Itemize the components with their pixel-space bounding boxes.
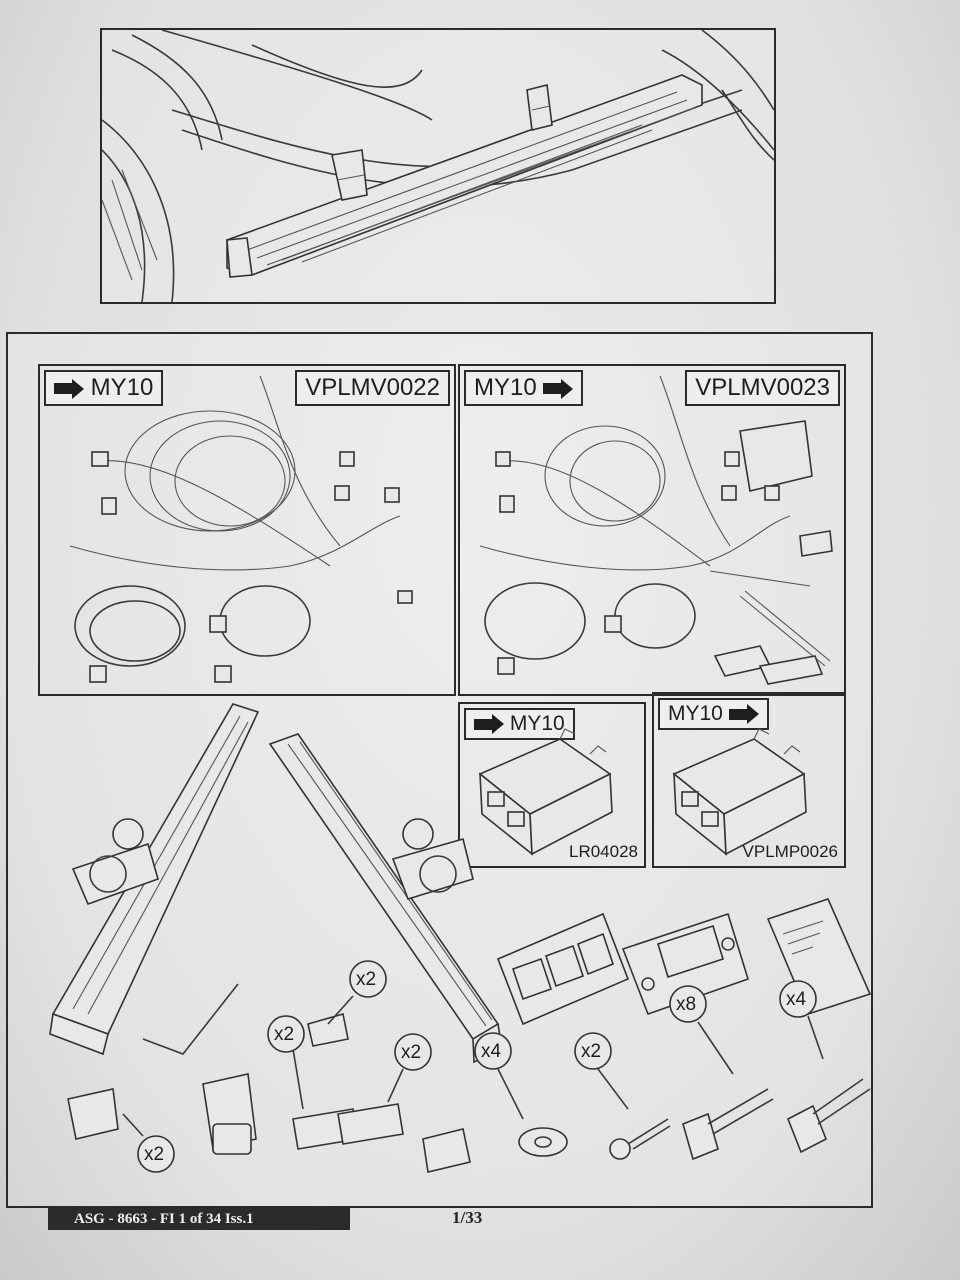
foam-tape-right [337,1103,404,1145]
qty-washer: x4 [481,1041,502,1062]
qty-bubble [394,1033,432,1071]
direction-label: MY10 [668,702,723,725]
direction-tag: MY10 [44,370,164,406]
part-number: VPLMP0026 [742,842,838,861]
direction-tag: MY10 [464,370,584,406]
cable-clip [307,1012,349,1047]
self-tapping-screw [609,1118,671,1160]
adhesive-pad [67,1088,119,1140]
direction-label: MY10 [90,374,154,401]
wiring-harness-drawing [479,375,833,685]
control-module-drawing [478,728,613,856]
kit-contents-panel: MY10 VPLMV0022 [6,332,873,1208]
part-number-tag: VPLMV0022 [295,370,450,406]
hex-bolt [786,1078,871,1154]
part-number: VPLMV0023 [695,374,830,401]
kit-parts-drawing: x2 x2 x2 x2 x4 [49,703,872,1173]
control-module-drawing [672,728,807,856]
drive-motor-right [391,818,474,900]
qty-bubble [267,1015,305,1053]
arrow-icon [543,383,562,395]
arrow-icon [728,708,747,720]
part-number: VPLMV0022 [305,374,440,401]
flange-bolt [682,1088,774,1161]
qty-bubble [574,1032,612,1070]
qty-bubble [474,1032,512,1070]
vehicle-side-step-illustration [101,29,775,303]
qty-pad: x2 [144,1144,164,1165]
module-panel-post-my10: MY10 VPLMP0026 [652,692,846,868]
qty-bolt-hex: x4 [786,989,807,1010]
harness-panel-pre-my10: MY10 VPLMV0022 [38,364,456,696]
switch-bezel [496,912,630,1026]
document-reference: ASG - 8663 - FI 1 of 34 Iss.1 [48,1208,350,1230]
qty-bubble [669,985,707,1023]
drive-motor-left [71,818,159,906]
direction-tag: MY10 [658,698,769,730]
qty-foam-left: x2 [274,1024,294,1045]
arrow-icon [474,718,492,730]
harness-panel-post-my10: MY10 VPLMV0023 [458,364,846,696]
qty-bubble [779,980,817,1018]
qty-screw: x2 [581,1041,601,1062]
footwell-switch [202,1073,257,1155]
part-number: LR04028 [568,842,638,861]
qty-clip: x2 [356,969,376,990]
module-panel-pre-my10: MY10 LR04028 [458,702,646,868]
mounting-plate [621,912,749,1016]
running-board-right [268,733,503,1064]
washer [518,1127,568,1157]
direction-label: MY10 [474,374,537,401]
direction-label: MY10 [509,712,565,735]
spacer-plate [422,1128,471,1173]
wiring-harness-drawing [69,375,413,683]
qty-bolt-flange: x8 [676,994,696,1015]
page-number: 1/33 [452,1208,483,1227]
direction-tag: MY10 [464,708,575,740]
vehicle-illustration-panel [100,28,776,304]
arrow-icon [54,383,72,395]
qty-foam-right: x2 [401,1042,421,1063]
qty-bubble [137,1135,175,1173]
qty-bubble [349,960,387,998]
part-number-tag: VPLMV0023 [685,370,840,406]
allen-key [142,983,239,1055]
